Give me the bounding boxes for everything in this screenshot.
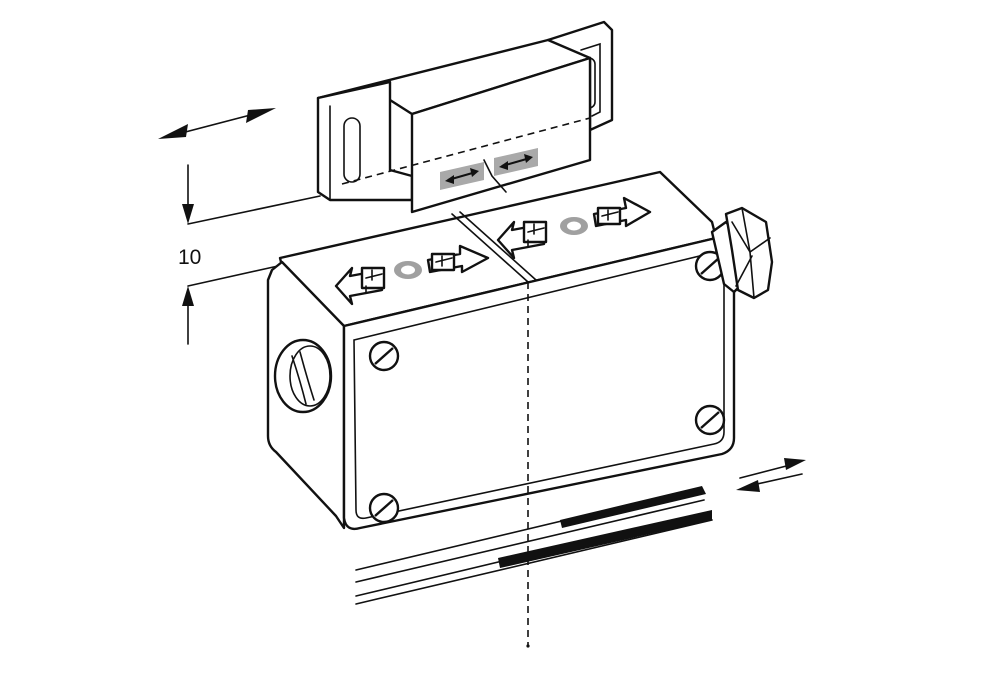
screw-icon <box>368 492 400 524</box>
actuator-direction-label-left <box>440 162 484 190</box>
side-plug-icon <box>273 338 333 414</box>
gap-dimension: 10 <box>178 164 321 345</box>
switch-housing <box>266 170 774 648</box>
switch-symbol-icon <box>496 196 652 260</box>
dimension-label: 10 <box>178 246 201 269</box>
top-double-arrow-icon <box>158 108 276 139</box>
switch-symbol-icon <box>334 244 490 306</box>
screw-icon <box>694 404 726 436</box>
door-rail <box>355 486 713 605</box>
actuator-magnet <box>316 20 614 214</box>
cable-gland-icon <box>710 206 774 300</box>
screw-icon <box>368 340 400 372</box>
bottom-direction-arrows-icon <box>736 458 806 492</box>
actuator-direction-label-right <box>494 148 538 176</box>
